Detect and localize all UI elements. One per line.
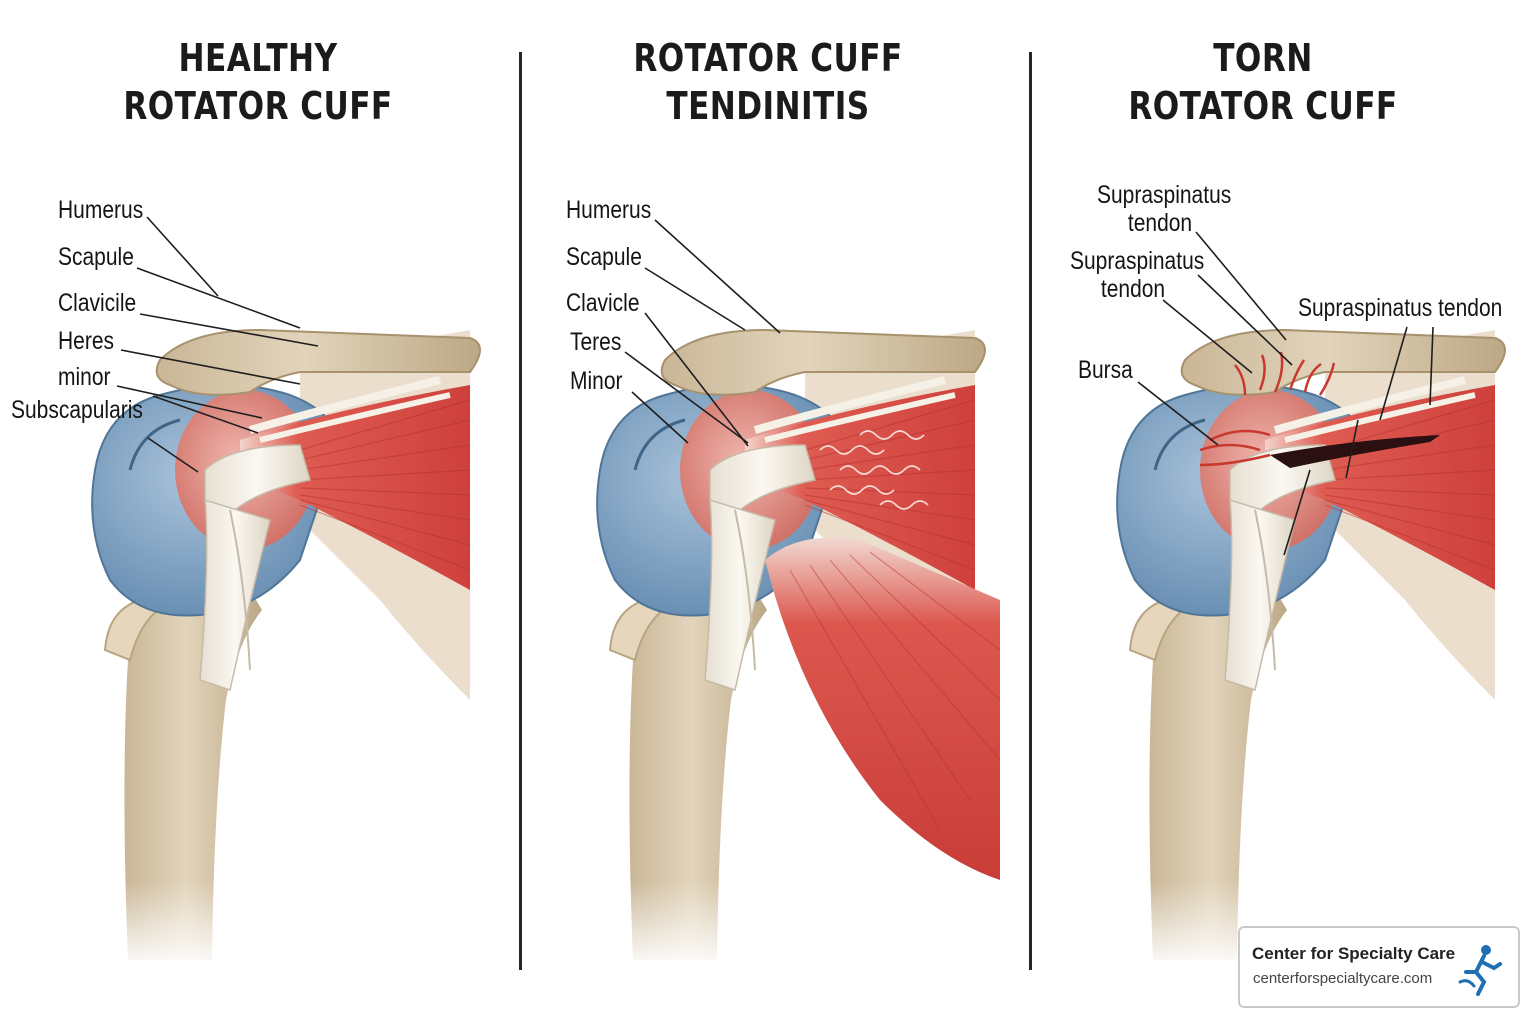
title-line-1: HEALTHY bbox=[178, 36, 338, 80]
label-supraspinatus-tendon-3: Supraspinatus tendon bbox=[1298, 294, 1503, 322]
label-teres: Teres bbox=[570, 328, 622, 356]
panel-divider-1 bbox=[519, 52, 522, 970]
label-minor: minor bbox=[58, 363, 111, 391]
label-subscapularis: Subscapularis bbox=[11, 396, 143, 424]
label-clavicile: Clavicile bbox=[58, 289, 137, 317]
runner-logo-icon bbox=[1458, 945, 1502, 996]
panel-divider-2 bbox=[1029, 52, 1032, 970]
label-line: tendon bbox=[1100, 275, 1166, 303]
title-line-2: ROTATOR CUFF bbox=[123, 84, 393, 128]
logo-card[interactable]: Center for Specialty Care centerforspeci… bbox=[1238, 926, 1520, 1008]
title-line-2: TENDINITIS bbox=[666, 84, 870, 128]
label-supraspinatus-tendon-2: Supraspinatus tendon bbox=[1070, 247, 1205, 303]
logo-url: centerforspecialtycare.com bbox=[1253, 970, 1433, 987]
label-scapule: Scapule bbox=[566, 243, 642, 271]
label-line: tendon bbox=[1127, 209, 1193, 237]
leader-lines-panel-1 bbox=[116, 216, 319, 473]
label-clavicle: Clavicle bbox=[566, 289, 640, 317]
label-line: Supraspinatus bbox=[1070, 247, 1205, 275]
label-line: Supraspinatus bbox=[1097, 181, 1232, 209]
panel-title-healthy: HEALTHY ROTATOR CUFF bbox=[119, 34, 398, 130]
torn-shoulder-drawing bbox=[1115, 330, 1515, 970]
title-line-1: ROTATOR CUFF bbox=[633, 36, 903, 80]
label-scapule: Scapule bbox=[58, 243, 134, 271]
label-supraspinatus-tendon-1: Supraspinatus tendon bbox=[1097, 181, 1232, 237]
label-bursa: Bursa bbox=[1078, 356, 1133, 384]
label-heres: Heres bbox=[58, 327, 115, 355]
tendinitis-shoulder-drawing bbox=[595, 330, 1001, 970]
leader-lines-panel-3 bbox=[1137, 231, 1434, 556]
healthy-shoulder-drawing bbox=[90, 330, 490, 970]
label-minor: Minor bbox=[570, 367, 623, 395]
label-humerus: Humerus bbox=[58, 196, 144, 224]
title-line-1: TORN bbox=[1213, 36, 1313, 80]
panel-title-tendinitis: ROTATOR CUFF TENDINITIS bbox=[629, 34, 908, 130]
logo-name: Center for Specialty Care bbox=[1252, 944, 1456, 963]
leader-lines-panel-2 bbox=[624, 219, 781, 447]
panel-title-torn: TORN ROTATOR CUFF bbox=[1124, 34, 1403, 130]
title-line-2: ROTATOR CUFF bbox=[1128, 84, 1398, 128]
label-humerus: Humerus bbox=[566, 196, 652, 224]
